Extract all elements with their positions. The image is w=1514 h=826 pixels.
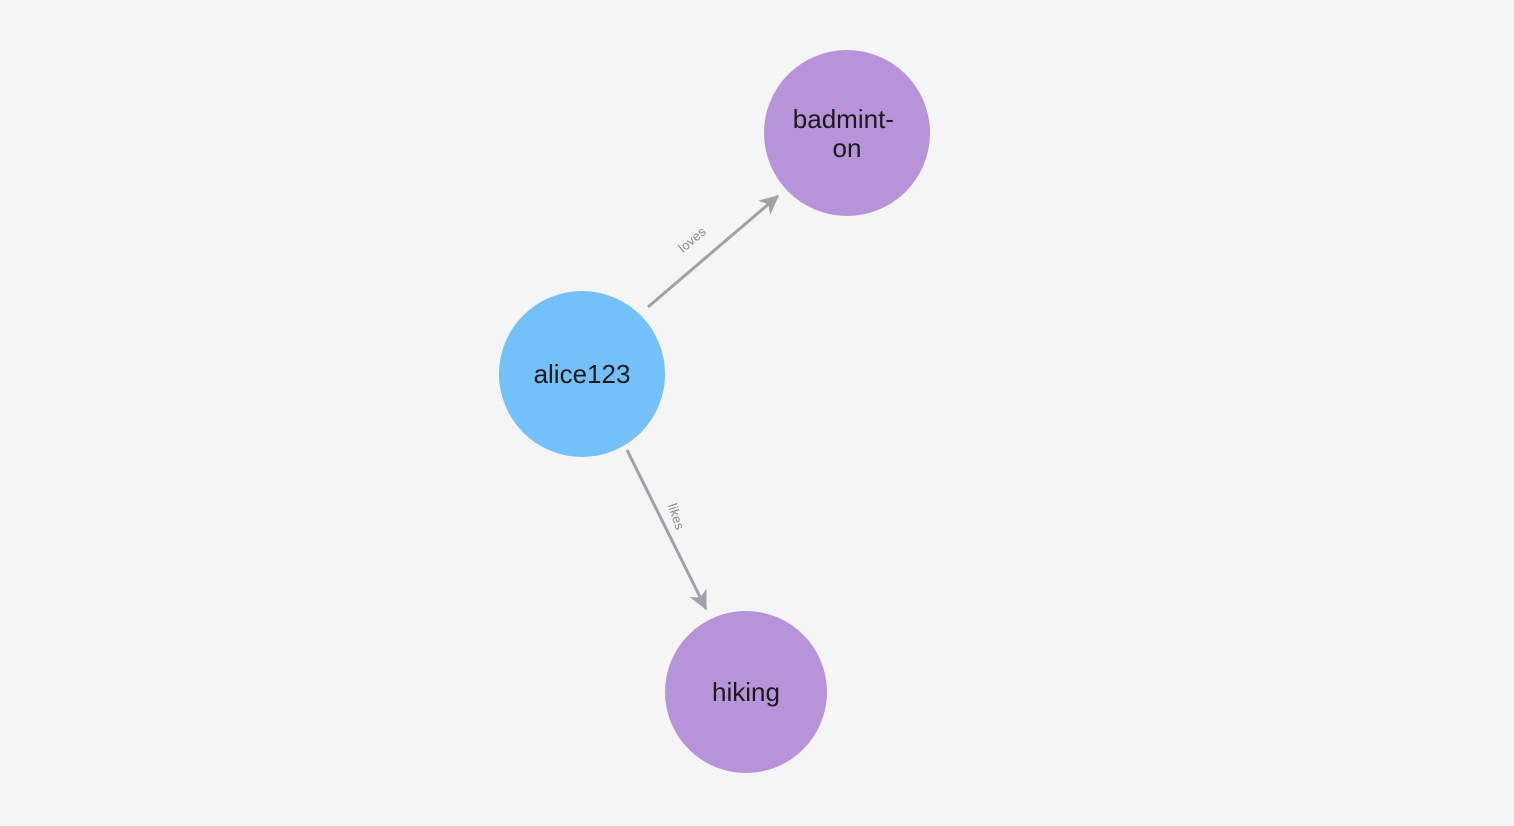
node-hiking[interactable]: hiking <box>665 611 827 773</box>
edge-label-likes: likes <box>665 501 688 532</box>
node-circle-hiking[interactable] <box>665 611 827 773</box>
edge-line-loves[interactable] <box>647 194 779 309</box>
edge-alice123-loves-badminton[interactable]: loves <box>647 194 779 309</box>
node-circle-badminton[interactable] <box>764 50 930 216</box>
node-badminton[interactable]: badmint- on <box>764 50 930 216</box>
edge-label-loves: loves <box>675 224 709 256</box>
edge-alice123-likes-hiking[interactable]: likes <box>625 449 708 611</box>
node-layer: badmint- on alice123 hiking <box>499 50 930 773</box>
node-alice123[interactable]: alice123 <box>499 291 665 457</box>
node-circle-alice123[interactable] <box>499 291 665 457</box>
edge-line-likes[interactable] <box>625 449 708 611</box>
